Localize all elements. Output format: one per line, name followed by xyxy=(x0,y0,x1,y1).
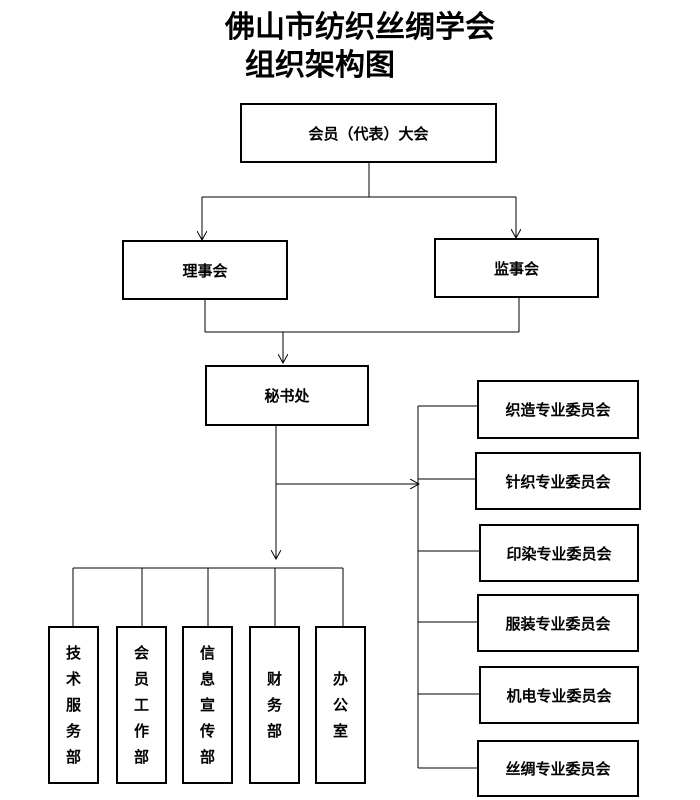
node-committee-dyeing: 印染专业委员会 xyxy=(479,524,639,582)
node-secretariat: 秘书处 xyxy=(205,365,369,426)
dept-label-char: 部 xyxy=(65,748,81,766)
dept-label-char: 务 xyxy=(65,722,81,740)
dept-label-char: 信 xyxy=(199,644,215,662)
dept-label-char: 服 xyxy=(65,696,81,714)
dept-label-char: 作 xyxy=(133,722,149,740)
dept-label-char: 室 xyxy=(332,722,348,740)
dept-label-char: 部 xyxy=(133,748,149,766)
node-committee-machinery: 机电专业委员会 xyxy=(479,666,639,724)
dept-label-char: 会 xyxy=(133,644,149,662)
dept-label-char: 传 xyxy=(199,722,215,740)
dept-label-char: 术 xyxy=(65,670,81,688)
dept-label-char: 息 xyxy=(199,670,215,688)
node-committee-knitting: 针织专业委员会 xyxy=(475,452,641,510)
node-committee-apparel: 服装专业委员会 xyxy=(477,594,639,652)
node-dept-office: 办公室 xyxy=(315,626,366,784)
dept-label-char: 技 xyxy=(65,644,81,662)
dept-label-char: 公 xyxy=(332,696,348,714)
dept-label-char: 宣 xyxy=(199,696,215,714)
dept-label-char: 务 xyxy=(266,696,282,714)
node-committee-weaving: 织造专业委员会 xyxy=(477,380,639,439)
dept-label-char: 部 xyxy=(199,748,215,766)
node-council: 理事会 xyxy=(122,240,288,300)
diagram-subtitle: 组织架构图 xyxy=(245,48,395,83)
node-assembly: 会员（代表）大会 xyxy=(240,103,497,163)
dept-label-char: 办 xyxy=(332,670,348,688)
node-dept-technical: 技术服务部 xyxy=(48,626,99,784)
node-dept-publicity: 信息宣传部 xyxy=(182,626,233,784)
dept-label-char: 工 xyxy=(133,696,149,714)
dept-label-char: 财 xyxy=(266,670,282,688)
dept-label-char: 部 xyxy=(266,722,282,740)
node-dept-membership: 会员工作部 xyxy=(116,626,167,784)
node-supervisors: 监事会 xyxy=(434,238,599,298)
dept-label-char: 员 xyxy=(133,670,149,688)
node-committee-silk: 丝绸专业委员会 xyxy=(477,740,639,797)
node-dept-finance: 财务部 xyxy=(249,626,300,784)
diagram-title: 佛山市纺织丝绸学会 xyxy=(225,10,495,45)
